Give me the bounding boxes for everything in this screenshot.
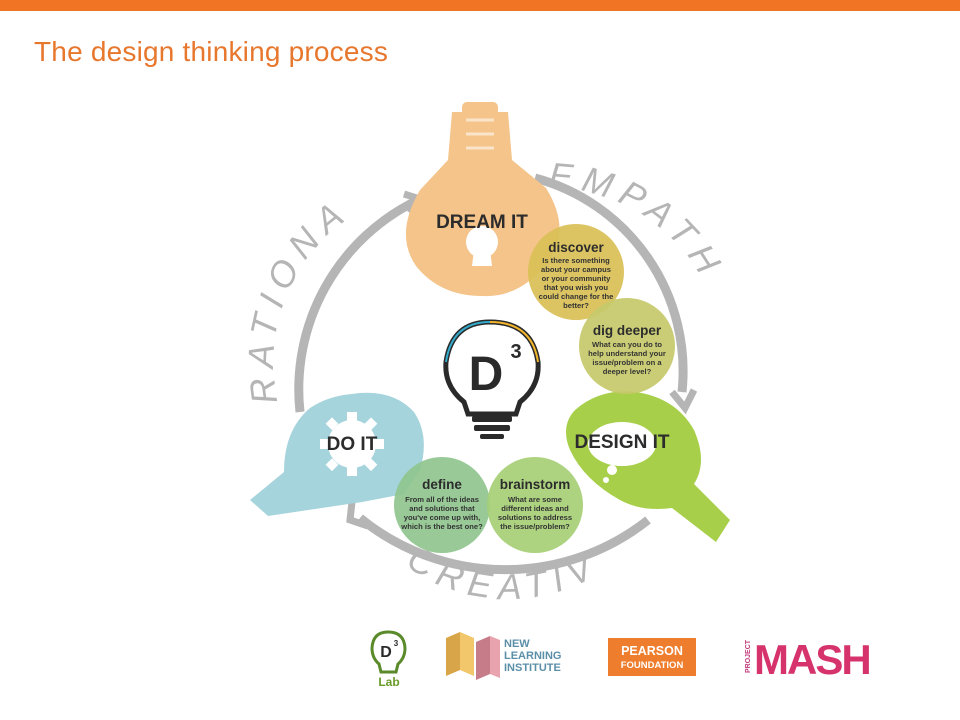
logo-d3-lab: D 3 Lab [370,630,407,689]
step-desc-discover-line-1: Is there something [542,256,610,265]
logo-d3-lab-sup: 3 [394,639,399,648]
bulb-label-do-it: DO IT [327,434,378,455]
bulb-label-design-it: DESIGN IT [574,432,669,453]
logo-d3-lab-word: Lab [378,675,399,689]
step-title-dig-deeper: dig deeper [593,323,662,338]
arc-empathy [533,173,688,393]
step-desc-brainstorm-line-3: solutions to address [498,513,572,522]
logo-mash-prefix: PROJECT [745,639,752,673]
bulb-design-it: DESIGN IT [566,391,730,542]
step-desc-discover-line-2: about your campus [541,265,611,274]
step-desc-define-line-3: you've come up with, [404,513,481,522]
top-accent-bar [0,0,960,11]
logo-nli-line-2: LEARNING [504,650,561,662]
slide-title: The design thinking process [34,36,389,67]
bulb-dream-it: DREAM IT [405,102,560,297]
step-desc-discover-line-6: better? [563,301,589,310]
center-logo-exponent: 3 [510,341,521,363]
logo-nli-line-1: NEW [504,638,530,650]
step-desc-dig-deeper-line-3: issue/problem on a [592,358,662,367]
step-title-define: define [422,477,462,492]
step-dig-deeper: dig deeper What can you do to help under… [579,298,675,394]
step-desc-define-line-2: and solutions that [409,504,475,513]
step-discover: discover Is there something about your c… [528,224,624,320]
bulb-label-dream-it: DREAM IT [436,212,528,233]
step-title-brainstorm: brainstorm [500,477,571,492]
logo-pearson-line-1: PEARSON [621,644,683,658]
logo-mash-word: MASH [754,636,870,683]
logo-d3-lab-letter: D [380,644,392,661]
step-desc-dig-deeper-line-1: What can you do to [592,340,662,349]
step-desc-dig-deeper-line-2: help understand your [588,349,666,358]
logo-nli-line-3: INSTITUTE [504,662,561,674]
step-desc-brainstorm-line-1: What are some [508,495,562,504]
arc-empathy-arrowhead [669,388,698,415]
step-title-discover: discover [548,240,604,255]
logo-pearson-line-2: FOUNDATION [621,660,684,671]
step-desc-brainstorm-line-2: different ideas and [501,504,569,513]
step-desc-dig-deeper-line-4: deeper level? [603,367,652,376]
logo-pearson-foundation: PEARSON FOUNDATION [608,638,696,676]
logo-project-mash: PROJECT MASH [745,636,872,683]
step-desc-define-line-1: From all of the ideas [405,495,479,504]
step-desc-discover-line-4: that you wish you [544,283,608,292]
arc-label-empathy: EMPATHY [0,0,733,287]
arc-rationality [294,195,420,413]
step-desc-define-line-4: which is the best one? [400,522,483,531]
arc-creativity-arrowhead [346,501,370,530]
logo-new-learning-institute: NEW LEARNING INSTITUTE [446,632,561,680]
step-brainstorm: brainstorm What are some different ideas… [487,457,583,553]
arc-creativity [357,514,651,575]
cycle-arcs [294,173,698,575]
step-desc-brainstorm-line-4: the issue/problem? [500,522,570,531]
step-define: define From all of the ideas and solutio… [394,457,490,553]
bulb-do-it: DO IT [250,392,424,516]
center-d3-bulb-icon: D 3 [443,319,541,439]
step-desc-discover-line-3: or your community [542,274,612,283]
center-logo-letter: D [469,348,504,401]
step-desc-discover-line-5: could change for the [539,292,614,301]
